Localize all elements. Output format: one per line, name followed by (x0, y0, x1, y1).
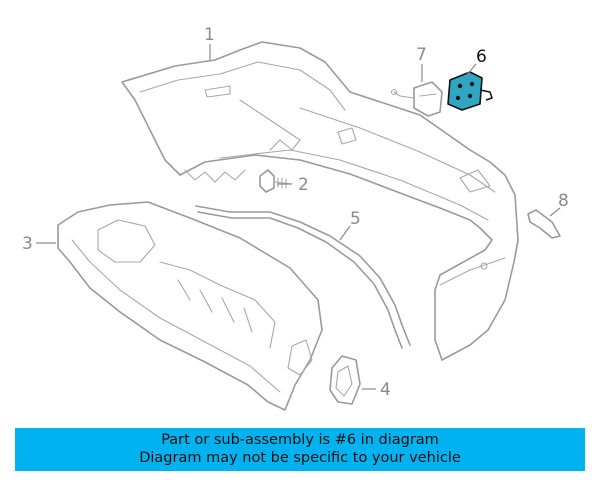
callout-3: 3 (22, 234, 33, 254)
callout-6: 6 (476, 47, 487, 67)
part-3-diffuser-panel (57, 201, 323, 411)
part-4-bracket (329, 355, 361, 405)
part-6-module (447, 71, 493, 111)
part-7-sensor (390, 81, 443, 117)
parts-diagram: 1 2 3 4 5 6 7 8 (22, 25, 569, 411)
callout-2: 2 (298, 175, 309, 195)
callout-8: 8 (558, 191, 569, 211)
banner-line-1: Part or sub-assembly is #6 in diagram (161, 432, 439, 448)
callout-7: 7 (416, 45, 427, 65)
callout-5: 5 (350, 209, 361, 229)
callout-4: 4 (380, 380, 391, 400)
part-6-body (447, 71, 483, 111)
parts-diagram-svg: 1 2 3 4 5 6 7 8 (22, 25, 569, 411)
part-8-clip (527, 209, 561, 239)
callout-1: 1 (204, 25, 215, 45)
info-banner: Part or sub-assembly is #6 in diagram Di… (15, 428, 585, 471)
leader-lines (36, 44, 561, 390)
part-1-bumper-cover (121, 41, 519, 361)
part-2-screw (259, 169, 293, 193)
part-5-trim-strip (195, 205, 411, 349)
banner-line-2: Diagram may not be specific to your vehi… (139, 450, 461, 466)
